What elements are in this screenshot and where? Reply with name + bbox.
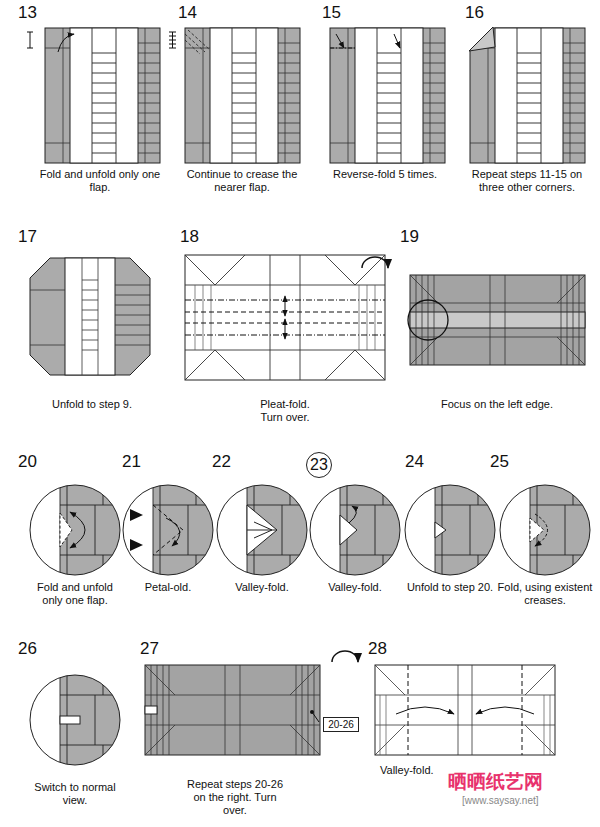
- step-number: 14: [178, 4, 197, 21]
- step-caption: Switch to normal view.: [25, 781, 125, 807]
- step-26-detail: [30, 675, 120, 765]
- step-27-figure: [145, 665, 320, 755]
- step-18-figure: [185, 255, 385, 380]
- petal-flap: [247, 505, 277, 555]
- step-number: 28: [368, 640, 387, 657]
- step-20-detail: [30, 485, 120, 575]
- step-caption: Repeat steps 20-26 on the right. Turn ov…: [180, 778, 290, 818]
- step-caption: Focus on the left edge.: [422, 398, 572, 411]
- step-13-figure: [45, 28, 160, 163]
- push-arrow: [130, 509, 143, 521]
- petal-flap: [340, 515, 357, 545]
- step-caption: Fold and unfold only one flap.: [35, 168, 165, 194]
- measure-mark: [169, 32, 176, 48]
- center-band: [410, 312, 585, 328]
- step-number: 20: [18, 453, 37, 470]
- reverse-fold-arrow: [394, 34, 400, 48]
- fold-unfold-arrow: [70, 512, 85, 548]
- fold-arrow: [535, 514, 548, 546]
- step-number: 27: [140, 640, 159, 657]
- step-caption: Valley-fold.: [310, 581, 400, 594]
- fold-arrow: [349, 506, 356, 523]
- step-number: 18: [180, 228, 199, 245]
- step-number: 21: [122, 453, 141, 470]
- hatch-lines: [195, 285, 375, 350]
- step-number-circle: 23: [306, 452, 332, 478]
- step-number: 15: [322, 4, 341, 21]
- step-number: 25: [490, 453, 509, 470]
- step-21-detail: [123, 485, 213, 575]
- node-text: 23: [310, 456, 328, 474]
- measure-mark: [27, 32, 33, 48]
- step-number: 19: [400, 228, 419, 245]
- step-caption: Continue to crease the nearer flap.: [182, 168, 302, 194]
- reverse-fold-arrow: [336, 34, 344, 48]
- fold-arrow: [166, 518, 180, 546]
- hatch-lines: [380, 695, 550, 755]
- step-caption: Petal-old.: [123, 581, 213, 594]
- step-25-detail: [500, 485, 590, 575]
- crease-lines: [185, 30, 210, 54]
- step-22-detail: [217, 485, 307, 575]
- unfolded-flap: [435, 522, 446, 538]
- step-15-figure: [330, 28, 445, 163]
- step-number: 16: [465, 4, 484, 21]
- valley-lines: [153, 505, 183, 555]
- crease-triangle: [60, 513, 72, 547]
- step-caption: Fold, using existent creases.: [498, 581, 593, 607]
- step-caption: Valley-fold.: [380, 764, 434, 777]
- watermark: 晒晒纸艺网: [448, 770, 543, 793]
- step-number: 17: [18, 228, 37, 245]
- turn-over-symbol: [362, 257, 388, 268]
- valley-arrow: [476, 707, 534, 714]
- slit: [145, 706, 157, 714]
- reference-box: 20-26: [323, 717, 359, 732]
- step-23-detail: [310, 485, 400, 575]
- pleat-arrow: [285, 296, 286, 316]
- leader-line: [312, 712, 319, 722]
- crease-triangle: [530, 518, 544, 542]
- slit: [60, 716, 80, 724]
- pleat-arrow: [285, 319, 286, 339]
- focus-circle: [408, 300, 448, 340]
- step-caption: Repeat steps 11-15 on three other corner…: [465, 168, 590, 194]
- turn-over-symbol: [332, 651, 358, 662]
- step-number: 22: [212, 453, 231, 470]
- step-19-figure: [410, 275, 585, 365]
- crease-lines: [30, 258, 150, 375]
- step-14-figure: [185, 28, 300, 163]
- crease-lines: [145, 665, 320, 755]
- node-text: 20-26: [328, 719, 354, 730]
- step-caption: Fold and unfold only one flap.: [28, 581, 123, 607]
- valley-arrow: [396, 707, 454, 714]
- crease-lines: [410, 275, 585, 365]
- step-24-detail: [405, 485, 495, 575]
- center-column: [65, 258, 115, 375]
- valley-lines: [408, 665, 522, 755]
- step-caption: Unfold to step 20.: [395, 581, 505, 594]
- step-number: 26: [18, 640, 37, 657]
- step-28-figure: [375, 665, 555, 755]
- crease-lines: [185, 255, 385, 380]
- crease-lines: [375, 665, 555, 755]
- step-caption: Unfold to step 9.: [27, 398, 157, 411]
- fold-arrow: [58, 34, 74, 52]
- watermark-url: [www.saysay.net]: [462, 795, 539, 807]
- step-caption: Valley-fold.: [217, 581, 307, 594]
- step-number: 13: [18, 4, 37, 21]
- push-arrow: [130, 539, 143, 551]
- step-caption: Reverse-fold 5 times.: [325, 168, 445, 181]
- crease-lines: [247, 522, 277, 538]
- step-17-figure: [30, 258, 150, 375]
- folded-corner: [469, 27, 495, 51]
- step-number: 24: [405, 453, 424, 470]
- mountain-line: [330, 48, 355, 49]
- step-caption: Pleat-fold. Turn over.: [250, 398, 320, 424]
- step-16-figure: [470, 28, 585, 163]
